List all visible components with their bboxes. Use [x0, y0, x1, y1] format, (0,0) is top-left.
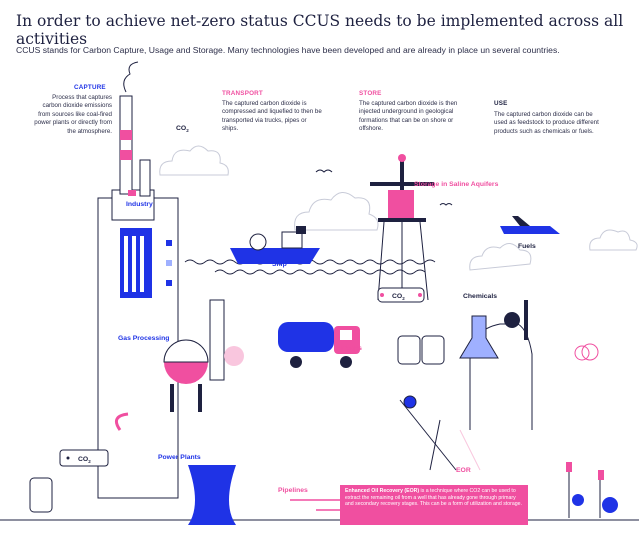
industry-label: Industry: [126, 201, 153, 208]
capture-text: Process that captures carbon dioxide emi…: [34, 94, 112, 135]
cloud-shape: [159, 145, 229, 176]
eor-note-text: is a technique where CO2 can be used to …: [345, 488, 522, 508]
co2-tag-power: CO2: [59, 449, 109, 467]
co2-label-industry: CO2: [176, 125, 189, 133]
capture-heading: CAPTURE: [74, 84, 106, 91]
offshore-platform: [370, 154, 434, 301]
trucks-label: Trucks: [340, 345, 362, 352]
eor-label: EOR: [456, 467, 471, 474]
cloud-shape: [294, 192, 379, 231]
cloud-shape: [469, 243, 532, 271]
co2-label-power: CO2: [78, 456, 91, 464]
store-text: The captured carbon dioxide is then inje…: [359, 100, 458, 133]
sea-waves: [214, 269, 426, 275]
bird-shape: [439, 203, 453, 206]
store-heading: STORE: [359, 90, 382, 97]
co2-tag-industry: CO2: [176, 125, 189, 133]
page-title: In order to achieve net-zero status CCUS…: [16, 12, 624, 48]
ship: [230, 226, 320, 264]
truck: [278, 322, 360, 368]
barrels: [29, 335, 445, 513]
co2-label-storage: CO2: [392, 293, 405, 301]
use-text: The captured carbon dioxide can be used …: [494, 111, 599, 135]
power-plants-label: Power Plants: [158, 454, 201, 461]
eor-note: Enhanced Oil Recovery (EOR) is a techniq…: [340, 485, 528, 525]
chemicals-label: Chemicals: [463, 293, 497, 300]
gas-processing-tank: [163, 299, 244, 412]
transport-heading: TRANSPORT: [222, 90, 263, 97]
industry-building: [97, 61, 179, 499]
plane: [500, 216, 560, 234]
transport-text: The captured carbon dioxide is compresse…: [222, 100, 322, 133]
co2-subscript: 2: [88, 459, 91, 464]
eor-note-title: Enhanced Oil Recovery (EOR): [345, 488, 420, 494]
chemist-figure: [459, 300, 599, 430]
sun: [574, 345, 590, 361]
bird-shape: [315, 169, 333, 173]
flowers: [566, 462, 618, 518]
co2-subscript: 2: [402, 296, 405, 301]
cooling-tower: [114, 412, 236, 525]
gas-processing-label: Gas Processing: [118, 335, 169, 342]
fuels-label: Fuels: [518, 243, 536, 250]
cloud-shape: [589, 229, 638, 251]
use-heading: USE: [494, 100, 508, 107]
underground-co2-storage: [377, 287, 425, 303]
storage-label: Storage in Saline Aquifers: [414, 181, 499, 188]
page-subtitle: CCUS stands for Carbon Capture, Usage an…: [16, 45, 560, 55]
co2-subscript: 2: [186, 128, 189, 133]
pipelines-label: Pipelines: [278, 487, 308, 494]
pumpjack: [399, 395, 481, 471]
co2-tag-storage: CO2: [392, 293, 405, 301]
ship-label: Ship: [272, 261, 287, 268]
